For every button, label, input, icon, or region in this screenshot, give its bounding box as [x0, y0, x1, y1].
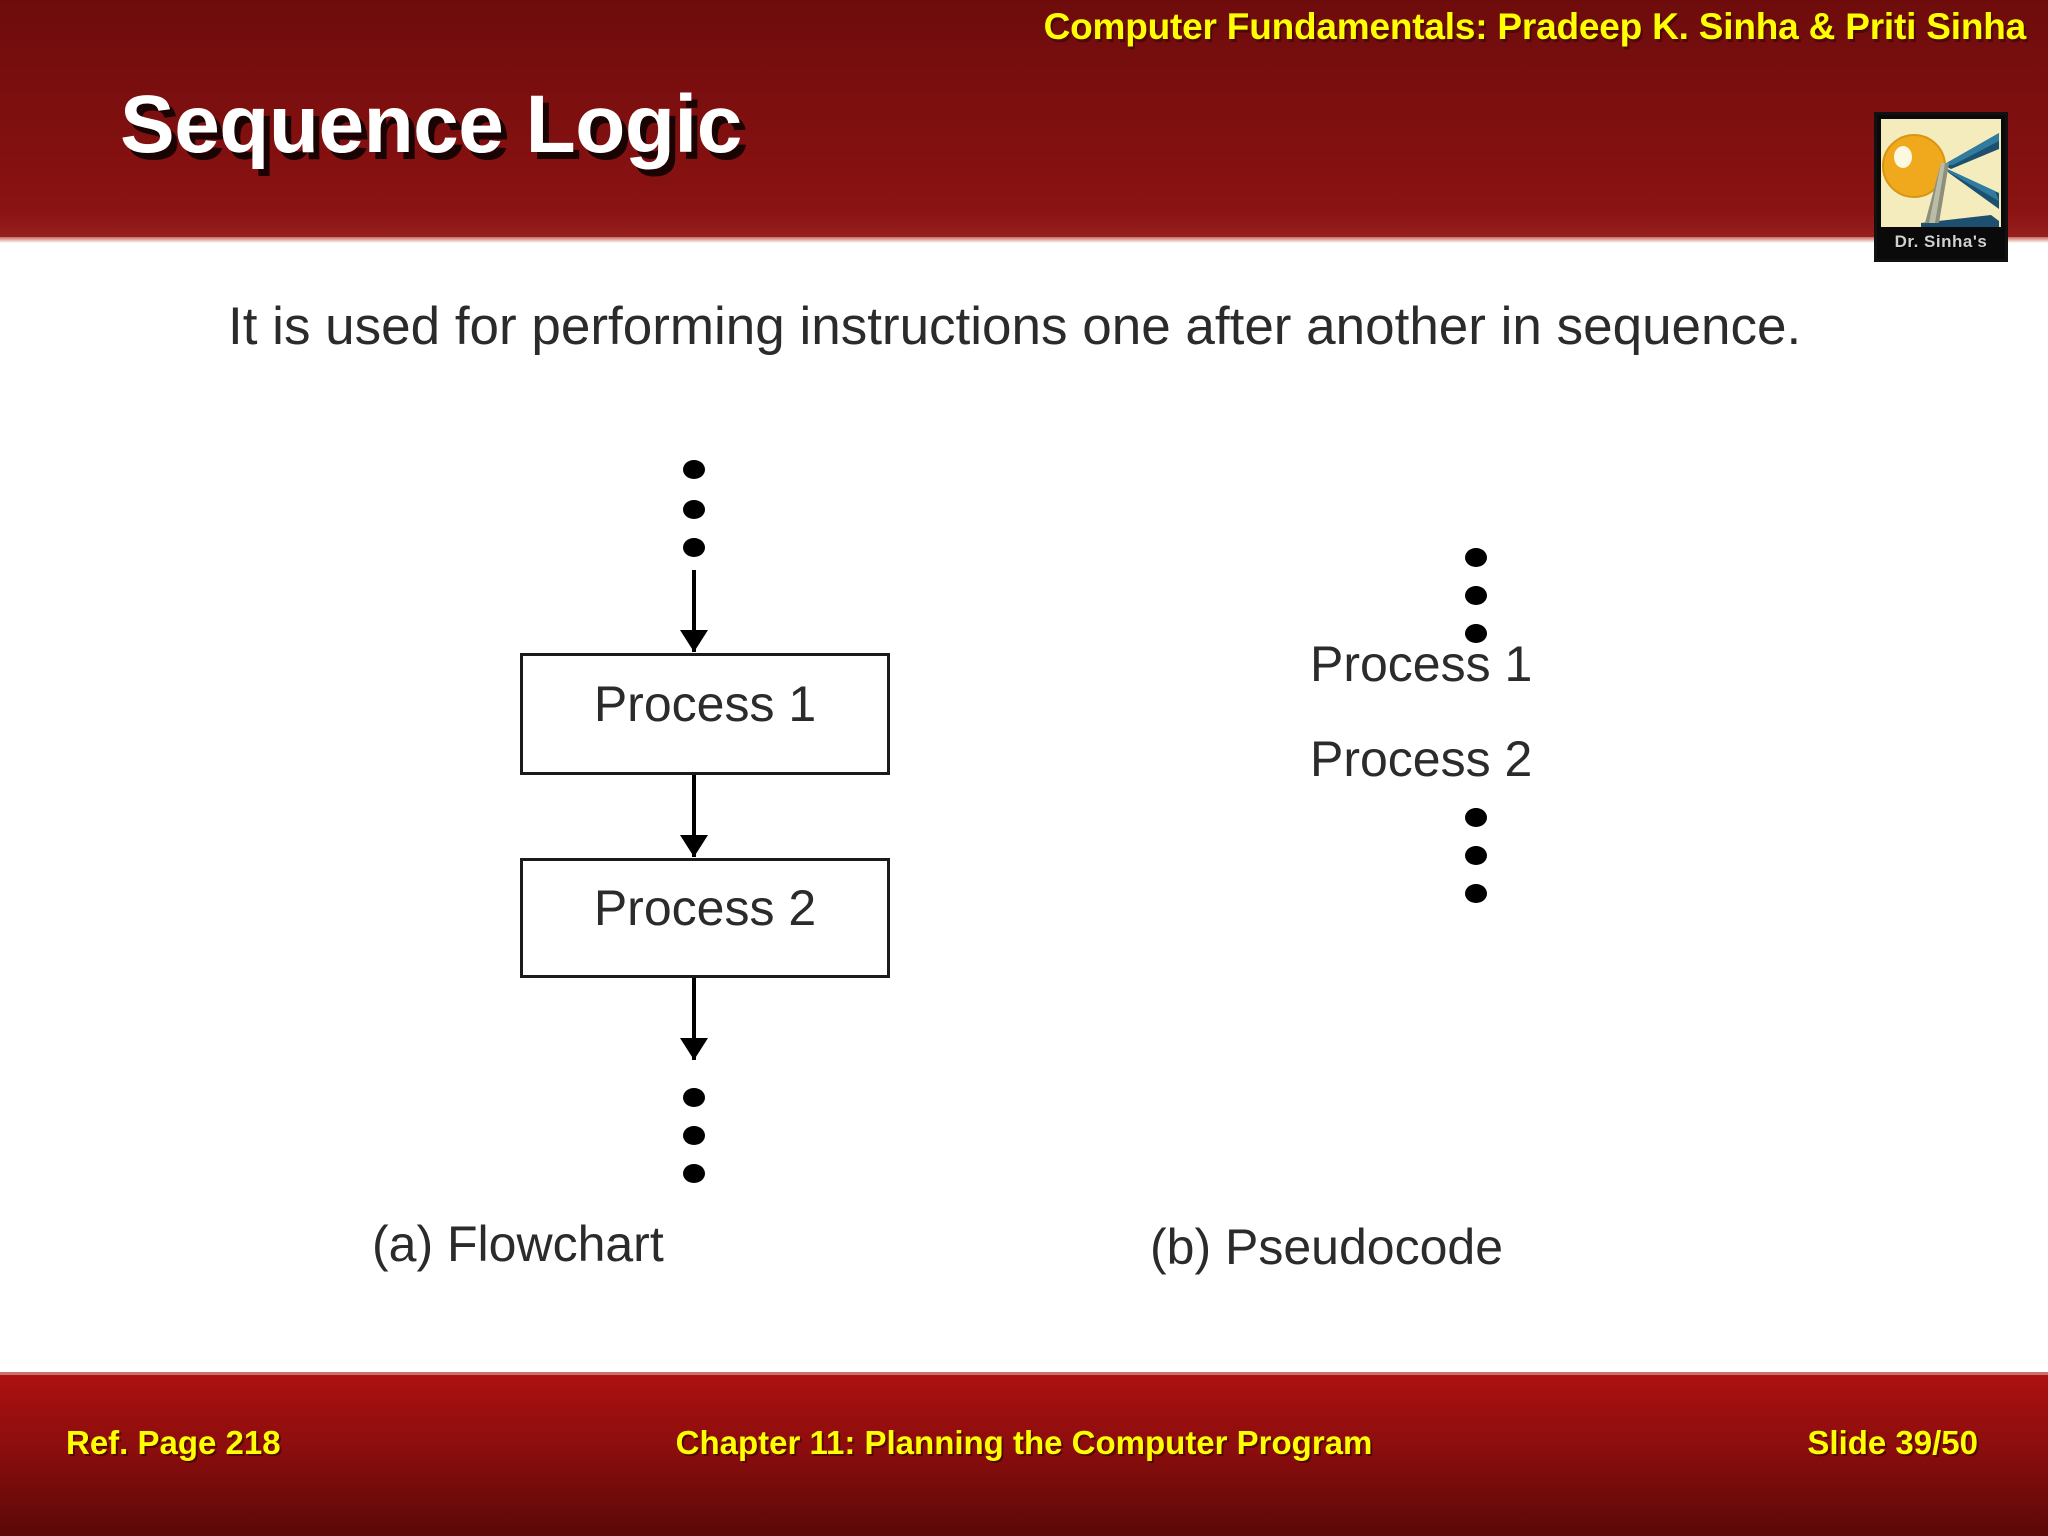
flowchart-arrowhead-bottom — [680, 1038, 708, 1060]
pseudocode-top-dot-3 — [1465, 624, 1487, 643]
flowchart-connector-middle — [692, 775, 696, 857]
flowchart-process-box-1: Process 1 — [520, 653, 890, 775]
flowchart-bottom-dot-1 — [683, 1088, 705, 1107]
pseudocode-caption: (b) Pseudocode — [1150, 1219, 1504, 1275]
slide-header: Computer Fundamentals: Pradeep K. Sinha … — [0, 0, 2048, 237]
pseudocode-top-dot-1 — [1465, 548, 1487, 567]
flowchart-process-box-1-label: Process 1 — [593, 676, 817, 732]
flowchart-connector-top — [692, 570, 696, 652]
footer-divider — [0, 1372, 2048, 1375]
footer-ref-page: Ref. Page 218 — [66, 1424, 281, 1461]
flowchart-top-dot-2 — [683, 500, 705, 519]
footer-chapter: Chapter 11: Planning the Computer Progra… — [675, 1424, 1373, 1461]
flowchart-caption: (a) Flowchart — [372, 1216, 664, 1272]
logo-svg — [1881, 119, 2001, 227]
flowchart-top-dot-3 — [683, 538, 705, 557]
header-divider — [0, 237, 2048, 243]
pseudocode-group: Process 1 Process 2 (b) Pseudocode — [1150, 430, 1950, 1330]
pseudocode-line-2: Process 2 — [1310, 731, 1533, 787]
pseudocode-bottom-dot-3 — [1465, 884, 1487, 903]
pseudocode-bottom-dot-2 — [1465, 846, 1487, 865]
body-paragraph: It is used for performing instructions o… — [228, 297, 1802, 356]
pseudocode-line-1: Process 1 — [1310, 636, 1533, 692]
flowchart-arrowhead-middle — [680, 835, 708, 857]
flowchart-connector-bottom — [692, 978, 696, 1060]
flowchart-group: Process 1 Process 2 (a) Flowchart — [320, 430, 1080, 1330]
header-subtitle: Computer Fundamentals: Pradeep K. Sinha … — [1043, 6, 2027, 47]
pseudocode-top-dot-2 — [1465, 586, 1487, 605]
slide-footer: Ref. Page 218 Chapter 11: Planning the C… — [0, 1372, 2048, 1536]
flowchart-arrowhead-top — [680, 630, 708, 652]
flowchart-process-box-2-label: Process 2 — [593, 880, 817, 936]
flowchart-process-box-2: Process 2 — [520, 858, 890, 978]
logo-artwork — [1881, 119, 2001, 227]
ds-monogram-logo-icon: Dr. Sinha's — [1874, 112, 2008, 262]
sequence-logic-diagram: Process 1 Process 2 (a) Flowchart Proces… — [0, 430, 2048, 1330]
page-title: Sequence Logic — [120, 79, 742, 170]
logo-caption: Dr. Sinha's — [1877, 227, 2005, 257]
footer-slide-number: Slide 39/50 — [1807, 1424, 1978, 1461]
flowchart-top-dot-1 — [683, 460, 705, 479]
pseudocode-bottom-dot-1 — [1465, 808, 1487, 827]
flowchart-bottom-dot-3 — [683, 1164, 705, 1183]
flowchart-bottom-dot-2 — [683, 1126, 705, 1145]
